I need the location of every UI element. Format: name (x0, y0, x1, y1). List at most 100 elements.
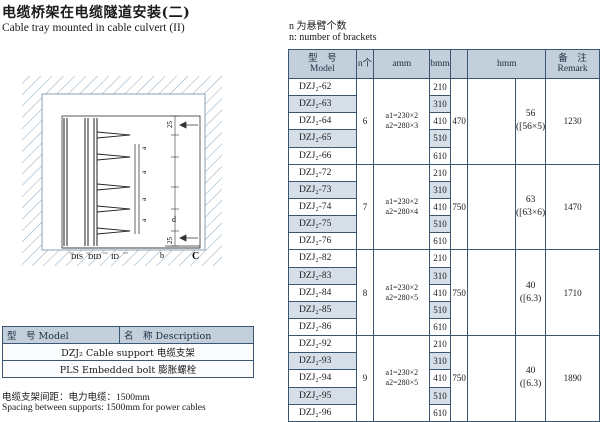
support-posts (63, 118, 98, 246)
header-model-en: Model (309, 64, 335, 74)
cell-value: 750 (449, 249, 469, 337)
header-n: n个 (355, 49, 375, 79)
cell-model: DZJ₂-94 (288, 369, 357, 388)
legend-header-model: 型 号 Model (2, 326, 120, 344)
table-row: DZJ₂-76 610 (288, 232, 600, 251)
header-bmm: bmm (429, 49, 451, 79)
cell-bmm: 310 (429, 352, 451, 371)
cell-hmm: 40([6.3) (515, 335, 547, 422)
cell-model: DZJ₂-74 (288, 197, 357, 217)
cell-bmm: 310 (429, 95, 451, 114)
legend-header: 型 号 Model 名 称 Description (2, 326, 254, 344)
cell-spacer (467, 335, 517, 422)
cell-bmm: 310 (429, 266, 451, 285)
cell-model: DZJ₂-73 (288, 180, 357, 199)
cell-model: DZJ₂-96 (288, 403, 357, 422)
legend-row-text: PLS Embedded bolt 膨胀螺栓 (2, 360, 254, 378)
cable-tray-diagram: 25 a a a a d 25 b C DIS DID ID (22, 76, 222, 266)
cell-hmm: 40([6.3) (515, 249, 547, 337)
culvert-inner (61, 115, 201, 249)
cell-bmm: 210 (429, 77, 451, 97)
cell-bmm: 610 (429, 232, 451, 251)
cell-hmm-line2: ([56×5) (516, 122, 546, 133)
cell-bmm: 510 (429, 129, 451, 148)
cell-value: 470 (449, 78, 469, 165)
cell-amm-line1: a1=230×2 (385, 197, 419, 207)
cell-model: DZJ₂-75 (288, 215, 357, 234)
cell-bmm: 210 (429, 249, 451, 268)
label-a1: a (140, 146, 148, 150)
cell-bmm: 410 (429, 369, 451, 388)
label-b: b (160, 251, 164, 260)
cell-amm-line2: a2=280×5 (385, 292, 419, 302)
tunnel-wall (22, 76, 222, 266)
cantilever-arms (96, 131, 131, 235)
legend-row-text: DZJ₂ Cable support 电缆支架 (2, 343, 254, 361)
floor-base (62, 245, 200, 249)
cell-hmm-line2: ([6.3) (519, 379, 542, 390)
cell-n: 9 (355, 335, 375, 422)
cell-remark: 1710 (545, 249, 600, 337)
cell-bmm: 410 (429, 197, 451, 217)
header-remark-en: Remark (557, 64, 588, 74)
cell-model: DZJ₂-62 (288, 77, 357, 97)
legend-row: DZJ₂ Cable support 电缆支架 (2, 343, 254, 361)
note-cn: n 为悬臂个数 (289, 21, 347, 32)
label-a4: a (140, 218, 148, 222)
header-blank (449, 49, 469, 79)
cell-remark: 1470 (545, 163, 600, 251)
cell-model: DZJ₂-95 (288, 386, 357, 405)
cell-amm-line2: a2=280×3 (385, 121, 419, 131)
legend-row: PLS Embedded bolt 膨胀螺栓 (2, 360, 254, 378)
table-row: DZJ₂-65 510 (288, 129, 600, 148)
cell-bmm: 410 (429, 112, 451, 131)
cell-model: DZJ₂-83 (288, 266, 357, 285)
cell-bmm: 310 (429, 180, 451, 199)
cell-model: DZJ₂-64 (288, 112, 357, 131)
label-a3: a (140, 197, 148, 201)
cell-value: 750 (449, 335, 469, 422)
cell-bmm: 210 (429, 335, 451, 354)
table-row: DZJ₂-83 310 (288, 266, 600, 285)
cell-hmm: 56([56×5) (515, 78, 547, 165)
header-amm: amm (373, 49, 431, 79)
cell-bmm: 210 (429, 163, 451, 182)
cell-model: DZJ₂-72 (288, 163, 357, 182)
cell-n: 6 (355, 78, 375, 165)
tray-guides (134, 144, 140, 234)
label-c: C (192, 251, 199, 262)
cell-model: DZJ₂-76 (288, 232, 357, 251)
cell-model: DZJ₂-65 (288, 129, 357, 148)
cell-hmm-line2: ([63×6) (516, 208, 546, 219)
cell-bmm: 610 (429, 146, 451, 165)
cell-model: DZJ₂-86 (288, 317, 357, 337)
cell-amm-line1: a1=230×2 (385, 111, 419, 121)
cell-value: 750 (449, 163, 469, 251)
table-row: DZJ₂-95 510 (288, 386, 600, 405)
cell-bmm: 610 (429, 317, 451, 337)
parts-legend: 型 号 Model 名 称 Description DZJ₂ Cable sup… (2, 326, 254, 378)
spacing-note-en: Spacing between supports: 1500mm for pow… (2, 403, 206, 413)
table-row: DZJ₂-74 410 (288, 197, 600, 217)
cell-n: 7 (355, 163, 375, 251)
cell-bmm: 510 (429, 300, 451, 319)
cell-spacer (467, 249, 517, 337)
cell-bmm: 510 (429, 386, 451, 405)
cell-n: 8 (355, 249, 375, 337)
cell-hmm: 63([63×6) (515, 163, 547, 251)
label-a2: a (140, 170, 148, 174)
cell-bmm: 410 (429, 283, 451, 302)
